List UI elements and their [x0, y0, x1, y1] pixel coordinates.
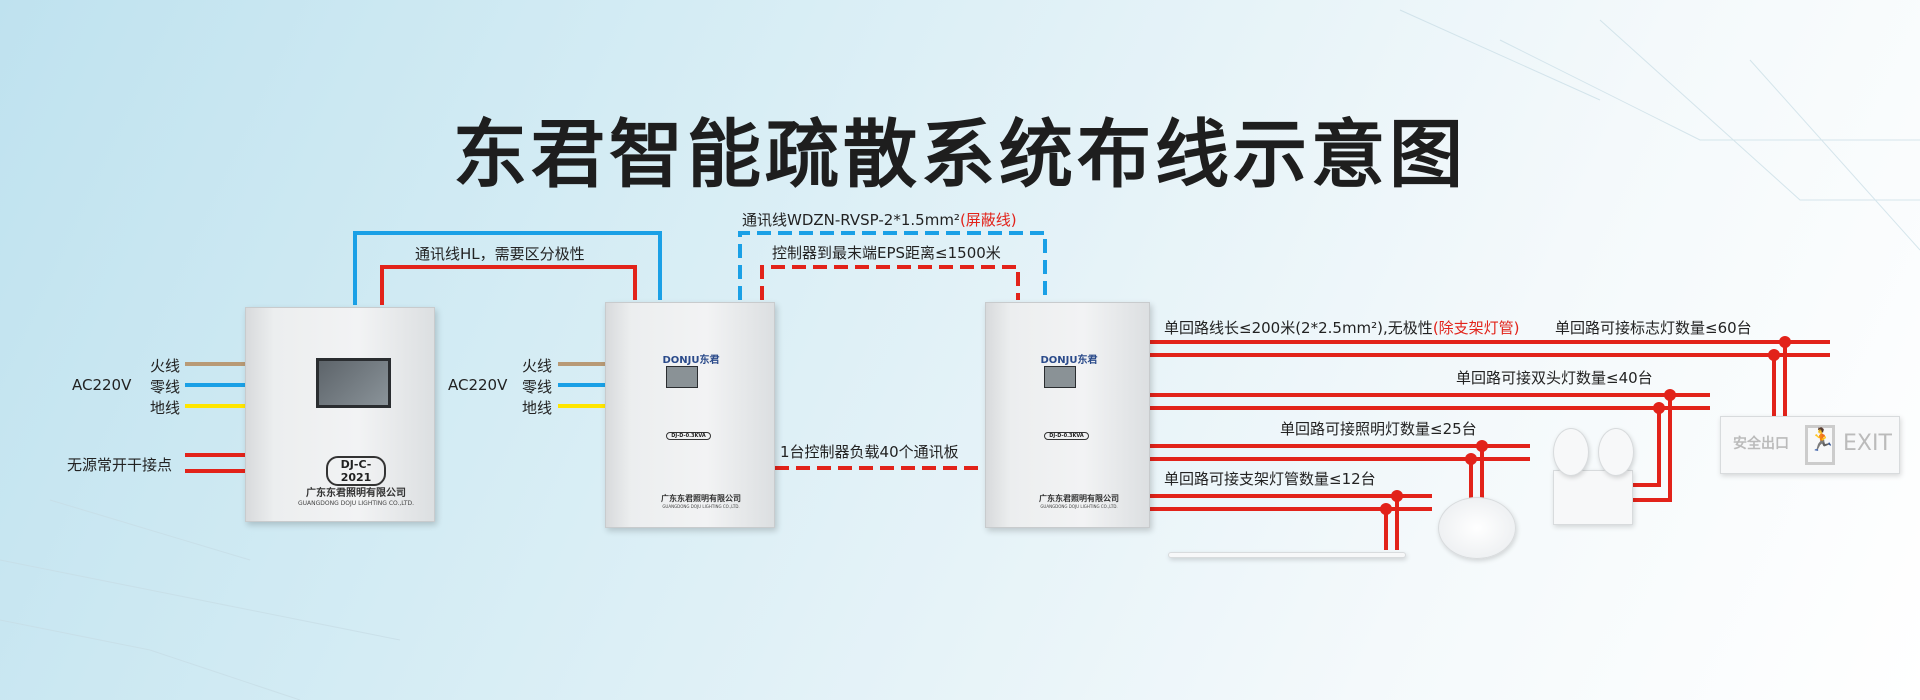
eps-company-en: GUANGDONG DOJU LIGHTING CO.,LTD. — [662, 504, 740, 509]
live-label: 火线 — [150, 357, 181, 375]
page-title: 东君智能疏散系统布线示意图 — [453, 112, 1467, 198]
lamp-head-right — [1598, 428, 1634, 476]
rvsp-red-wire — [760, 265, 1020, 300]
eps-model: DJ-D-0.3KVA — [1044, 432, 1089, 440]
double-count-label: 单回路可接双头灯数量≤40台 — [1456, 369, 1653, 387]
neutral-label: 零线 — [150, 378, 181, 396]
circuit-length-text: 单回路线长≤200米(2*2.5mm²),无极性 — [1164, 319, 1433, 337]
eps-screen — [666, 366, 698, 388]
tube-light — [1168, 552, 1406, 558]
ac-label: AC220V — [72, 376, 132, 394]
hl-label: 通讯线HL，需要区分极性 — [415, 245, 585, 263]
tube-count-label: 单回路可接支架灯管数量≤12台 — [1164, 470, 1376, 488]
eps-model: DJ-D-0.3KVA — [666, 432, 711, 440]
controller-screen — [316, 358, 391, 408]
controller-model: DJ-C-2021 — [326, 456, 386, 486]
dry-contact-label: 无源常开干接点 — [67, 456, 173, 474]
hl-blue-wire — [353, 231, 662, 305]
double-head-lamp — [1553, 470, 1633, 525]
lamp-head-left — [1553, 428, 1589, 476]
eps-company: 广东东君照明有限公司 — [661, 494, 741, 503]
circuit-length-note: (除支架灯管) — [1432, 319, 1520, 337]
eps-box-1: DONJU东君 DJ-D-0.3KVA 广东东君照明有限公司 GUANGDONG… — [605, 302, 775, 528]
running-man-icon: 🏃 — [1805, 425, 1835, 465]
circuit-length-label: 单回路线长≤200米(2*2.5mm²),无极性(除支架灯管) — [1164, 317, 1520, 338]
neutral-label-2: 零线 — [522, 378, 553, 396]
ac-label-2: AC220V — [448, 376, 508, 394]
eps-box-2: DONJU东君 DJ-D-0.3KVA 广东东君照明有限公司 GUANGDONG… — [985, 302, 1150, 528]
circuit-decoration — [0, 9, 1920, 700]
controller-box: DJ-C-2021 广东东君照明有限公司 GUANGDONG DOJU LIGH… — [245, 307, 435, 522]
rvsp-text: 通讯线WDZN-RVSP-2*1.5mm² — [742, 211, 960, 229]
ground-label: 地线 — [150, 399, 181, 417]
lighting-count-label: 单回路可接照明灯数量≤25台 — [1280, 420, 1477, 438]
exit-sign-en: EXIT — [1843, 431, 1892, 456]
exit-sign-cn: 安全出口 — [1733, 436, 1789, 452]
rvsp-label: 通讯线WDZN-RVSP-2*1.5mm²(屏蔽线) — [742, 209, 1017, 230]
controller-load-label: 1台控制器负载40个通讯板 — [780, 443, 959, 461]
controller-company-en: GUANGDONG DOJU LIGHTING CO.,LTD. — [297, 500, 415, 507]
live-label-2: 火线 — [522, 357, 553, 375]
ground-label-2: 地线 — [522, 399, 553, 417]
eps-company-en: GUANGDONG DOJU LIGHTING CO.,LTD. — [1040, 504, 1118, 509]
exit-sign: 安全出口 🏃 EXIT — [1720, 416, 1900, 474]
controller-company: 广东东君照明有限公司 — [306, 488, 406, 499]
eps-brand: DONJU东君 — [1040, 355, 1098, 366]
eps-screen — [1044, 366, 1076, 388]
eps-brand: DONJU东君 — [662, 355, 720, 366]
eps-company: 广东东君照明有限公司 — [1039, 494, 1119, 503]
distance-label: 控制器到最末端EPS距离≤1500米 — [772, 244, 1001, 262]
ceiling-light — [1438, 497, 1516, 559]
rvsp-blue-wire — [738, 231, 1047, 300]
sign-count-label: 单回路可接标志灯数量≤60台 — [1555, 319, 1752, 337]
hl-red-wire — [380, 265, 637, 305]
rvsp-note: (屏蔽线) — [959, 211, 1017, 229]
